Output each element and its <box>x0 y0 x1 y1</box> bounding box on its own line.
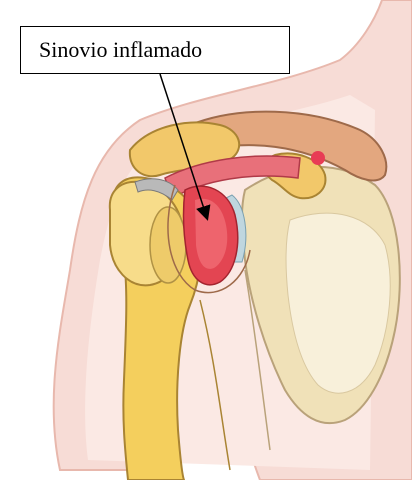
inflammation-spot <box>311 151 325 165</box>
callout-label: Sinovio inflamado <box>20 26 290 74</box>
callout-label-text: Sinovio inflamado <box>39 37 202 63</box>
